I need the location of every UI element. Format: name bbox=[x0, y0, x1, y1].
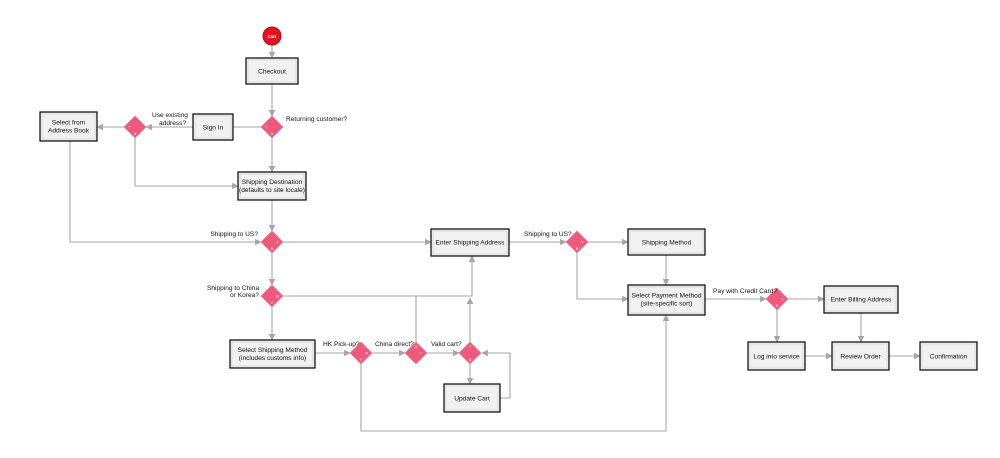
decision-valid-cart[interactable]: Y N bbox=[458, 341, 482, 365]
question-valid-cart: Valid cart? bbox=[431, 341, 462, 348]
connector-existing-no-to-destination bbox=[134, 138, 239, 190]
connectors bbox=[69, 45, 921, 432]
question-returning-customer: Returning customer? bbox=[286, 116, 348, 123]
branch-label-yes: Y bbox=[128, 125, 131, 129]
question-labels: Returning customer? Use existing address… bbox=[152, 112, 777, 348]
box-select-shipping-method-label-1: Select Shipping Method bbox=[238, 347, 308, 354]
question-shipping-to-us-2: Shipping to US? bbox=[524, 231, 572, 238]
box-address-book-label-2: Address Book bbox=[48, 128, 90, 135]
box-shipping-destination-label-2: (defaults to site locale) bbox=[239, 187, 305, 194]
box-enter-shipping-address[interactable]: Enter Shipping Address bbox=[430, 228, 510, 257]
box-sign-in-label: Sign In bbox=[203, 125, 224, 132]
decision-china-direct[interactable]: N Y bbox=[404, 341, 428, 365]
box-log-into-service[interactable]: Log into service bbox=[747, 341, 806, 371]
box-checkout[interactable]: Checkout bbox=[245, 57, 299, 85]
box-update-cart-label: Update Cart bbox=[454, 396, 490, 403]
branch-label-yes: Y bbox=[271, 301, 274, 305]
branch-label-yes: Y bbox=[276, 240, 279, 244]
box-shipping-destination[interactable]: Shipping Destination (defaults to site l… bbox=[237, 171, 307, 201]
branch-label-yes: Y bbox=[781, 297, 784, 301]
question-pay-with-credit-card: Pay with Credit Card? bbox=[713, 288, 777, 295]
branch-label-no: N bbox=[469, 358, 472, 362]
box-review-order[interactable]: Review Order bbox=[831, 341, 890, 371]
question-use-existing-address-1: Use existing bbox=[152, 112, 188, 119]
branch-label-no: N bbox=[576, 247, 579, 251]
box-select-shipping-method-label-2: (includes customs info) bbox=[239, 355, 306, 362]
branch-label-no: N bbox=[415, 345, 418, 349]
branch-label-yes: Y bbox=[420, 351, 423, 355]
branch-label-no: N bbox=[276, 294, 279, 298]
decision-pay-with-credit-card[interactable]: Y N bbox=[765, 287, 789, 311]
box-select-shipping-method[interactable]: Select Shipping Method (includes customs… bbox=[229, 339, 316, 369]
box-confirmation[interactable]: Confirmation bbox=[919, 341, 978, 371]
connector-updatecart-to-validcart bbox=[481, 349, 511, 399]
question-shipping-to-china-2: or Korea? bbox=[230, 292, 259, 299]
decision-returning-customer[interactable]: Y N bbox=[260, 115, 284, 139]
branch-label-yes: Y bbox=[360, 358, 363, 362]
decision-shipping-to-us-2[interactable]: Y N bbox=[565, 230, 589, 254]
branch-label-no: N bbox=[134, 132, 137, 136]
box-address-book[interactable]: Select from Address Book bbox=[39, 111, 98, 142]
question-china-direct: China direct? bbox=[375, 341, 414, 348]
question-shipping-to-us: Shipping to US? bbox=[210, 231, 258, 238]
branch-label-no: N bbox=[271, 132, 274, 136]
branch-label-yes: Y bbox=[265, 125, 268, 129]
box-enter-billing-address[interactable]: Enter Billing Address bbox=[823, 285, 899, 314]
decision-shipping-to-us[interactable]: Y N bbox=[260, 230, 284, 254]
box-confirmation-label: Confirmation bbox=[930, 354, 968, 361]
branch-label-no: N bbox=[776, 304, 779, 308]
box-sign-in[interactable]: Sign In bbox=[192, 113, 234, 141]
box-update-cart[interactable]: Update Cart bbox=[443, 383, 501, 413]
start-node-cart[interactable]: Cart bbox=[262, 26, 282, 46]
decision-use-existing-address[interactable]: Y N bbox=[123, 115, 147, 139]
box-log-into-service-label: Log into service bbox=[753, 354, 800, 361]
box-select-payment-method[interactable]: Select Payment Method (site-specific sor… bbox=[627, 284, 706, 316]
question-shipping-to-china-1: Shipping to China bbox=[207, 285, 259, 292]
branch-label-yes: Y bbox=[581, 240, 584, 244]
box-shipping-method-label: Shipping Method bbox=[642, 240, 692, 247]
start-node-label: Cart bbox=[268, 34, 277, 39]
question-use-existing-address-2: address? bbox=[159, 120, 186, 127]
box-select-payment-method-label-2: (site-specific sort) bbox=[641, 301, 693, 308]
branch-label-no: N bbox=[271, 247, 274, 251]
box-review-order-label: Review Order bbox=[840, 354, 881, 361]
decision-shipping-to-china-korea[interactable]: N Y bbox=[260, 284, 284, 308]
connector-china-no-to-enteraddress bbox=[283, 255, 476, 297]
connector-hk-yes-to-payment bbox=[360, 314, 670, 432]
box-select-payment-method-label-1: Select Payment Method bbox=[631, 293, 701, 300]
box-address-book-label-1: Select from bbox=[52, 120, 86, 127]
box-shipping-method[interactable]: Shipping Method bbox=[627, 228, 706, 256]
box-enter-billing-address-label: Enter Billing Address bbox=[831, 297, 893, 304]
box-enter-shipping-address-label: Enter Shipping Address bbox=[436, 240, 506, 247]
connector-addressbook-to-shipus bbox=[69, 141, 262, 246]
connector-shipus2-no-to-payment bbox=[576, 253, 629, 303]
branch-label-no: N bbox=[365, 351, 368, 355]
question-hk-pickup: HK Pick-up? bbox=[323, 341, 360, 348]
decision-hk-pickup[interactable]: N Y bbox=[349, 341, 373, 365]
box-shipping-destination-label-1: Shipping Destination bbox=[242, 179, 303, 186]
branch-label-yes: Y bbox=[469, 345, 472, 349]
box-checkout-label: Checkout bbox=[258, 69, 286, 76]
